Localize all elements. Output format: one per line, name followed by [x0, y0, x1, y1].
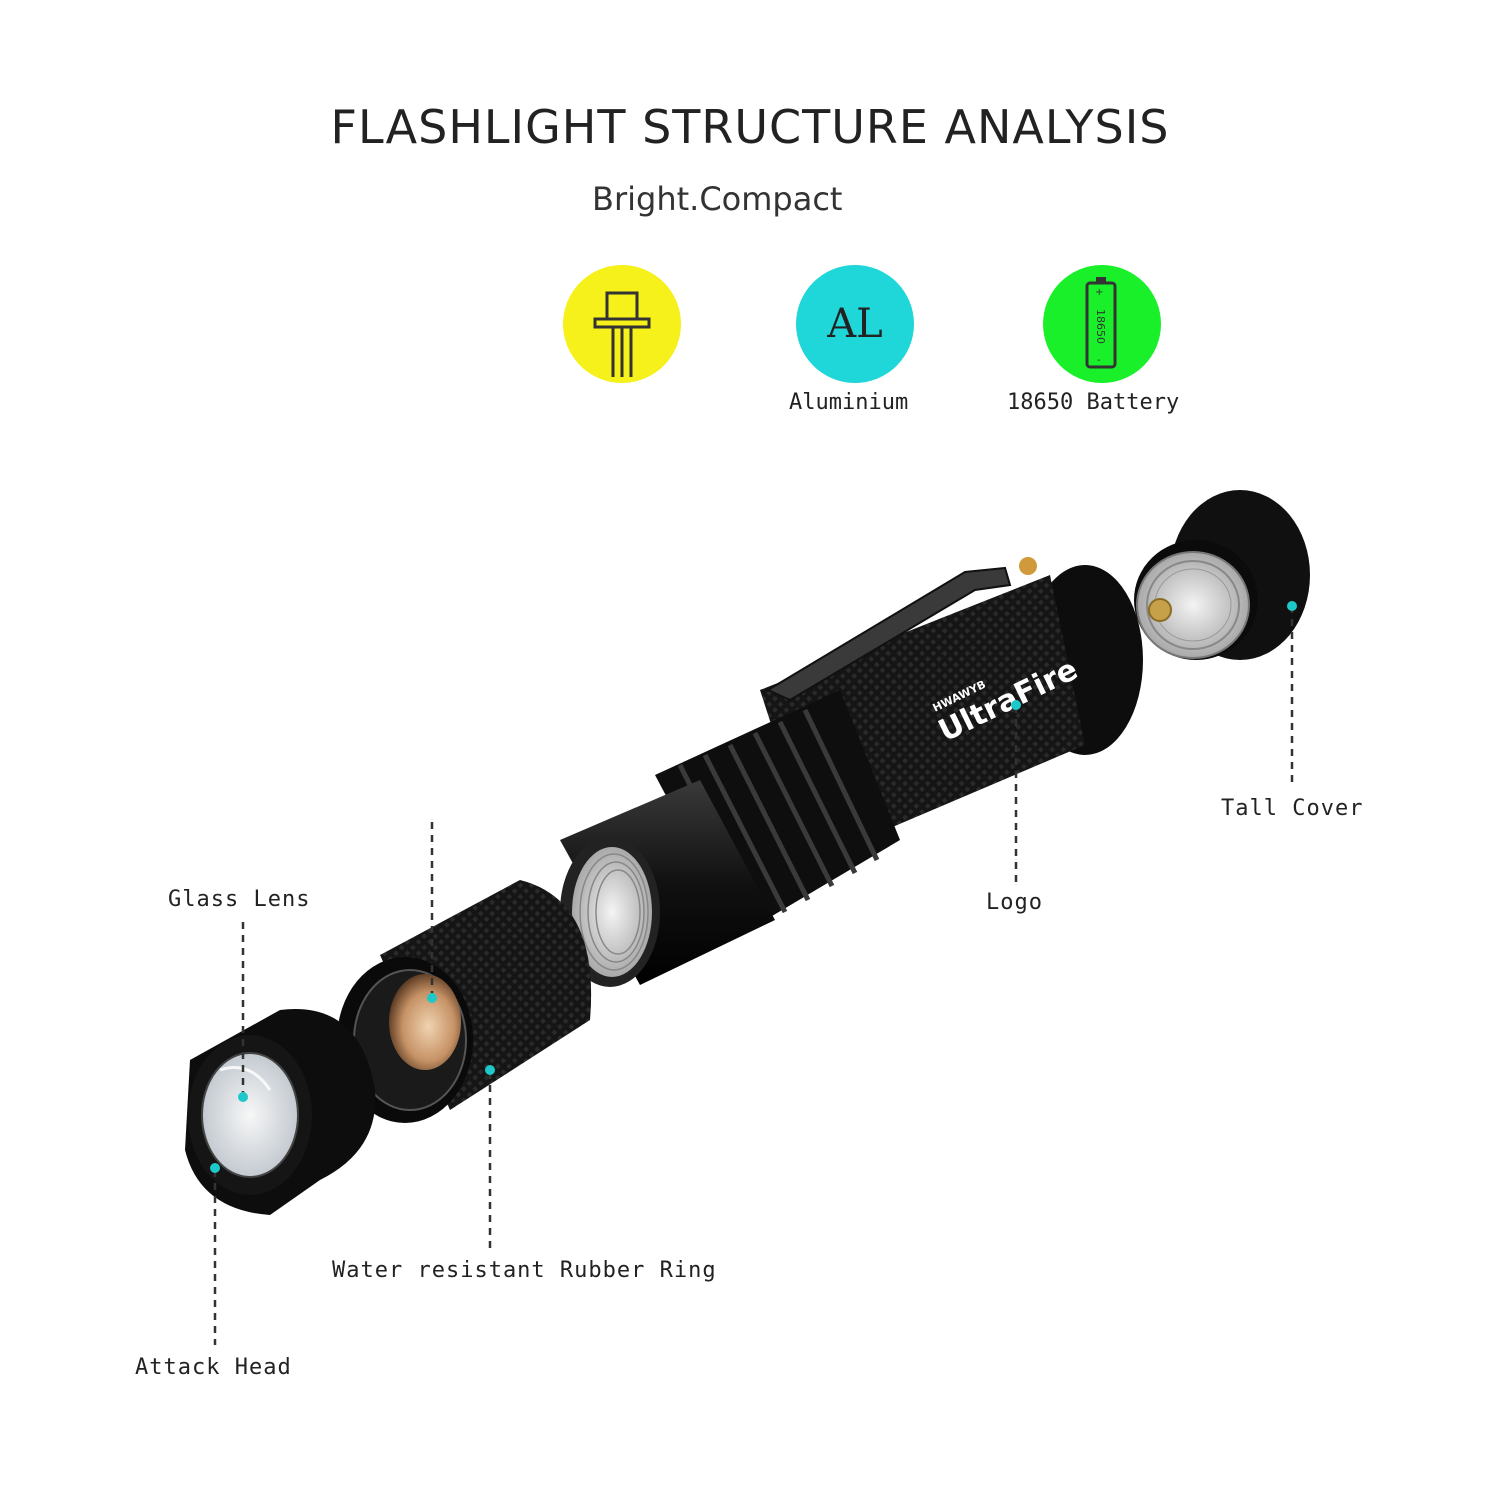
- battery-label: 18650 Battery: [1007, 390, 1180, 415]
- battery-icon: + - 18650: [1043, 265, 1161, 383]
- glass-lens-label: Glass Lens: [168, 887, 311, 912]
- aluminium-icon: AL: [796, 265, 914, 383]
- callout-lines: [213, 606, 1294, 1345]
- attack-head-label: Attack Head: [135, 1355, 292, 1380]
- logo-label: Logo: [986, 890, 1043, 915]
- battery-icon-text: 18650: [1094, 309, 1107, 344]
- rubber-ring-label: Water resistant Rubber Ring: [332, 1258, 717, 1283]
- callout-markers: [210, 601, 1297, 1173]
- page-title: FLASHLIGHT STRUCTURE ANALYSIS: [330, 100, 1170, 154]
- page-subtitle: Bright.Compact: [592, 180, 843, 218]
- svg-text:-: -: [1097, 355, 1101, 366]
- svg-text:+: +: [1095, 287, 1103, 298]
- tail-cover-label: Tall Cover: [1221, 796, 1364, 821]
- main-body: [560, 557, 1143, 987]
- aluminium-label: Aluminium: [789, 390, 909, 415]
- attack-head: [185, 1009, 376, 1215]
- front-cap: [337, 880, 592, 1123]
- led-icon: [563, 265, 681, 383]
- aluminium-icon-text: AL: [827, 301, 883, 347]
- tail-cover: [1134, 490, 1310, 660]
